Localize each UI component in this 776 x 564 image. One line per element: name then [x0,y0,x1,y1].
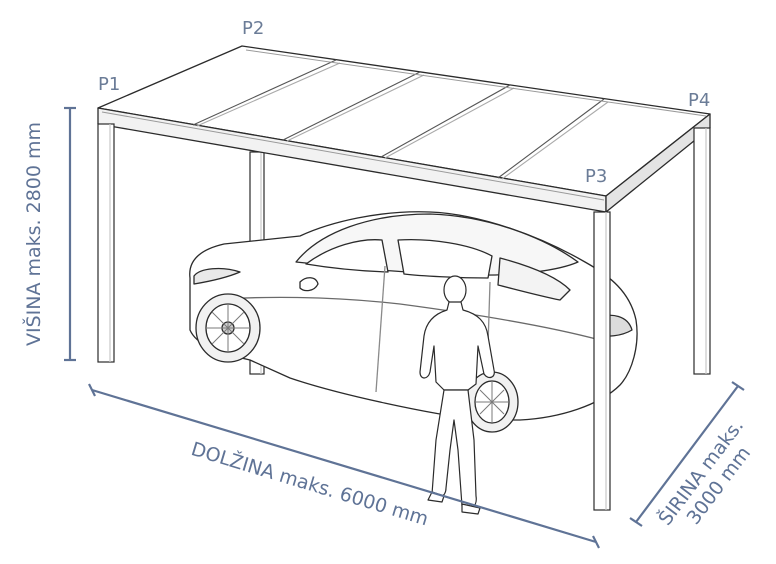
posts [97,123,711,375]
corner-label-p1: P1 [98,74,120,95]
car-icon [189,211,638,433]
person-icon [419,275,495,515]
width-dimension-line [629,381,745,527]
corner-label-p2: P2 [242,18,264,39]
length-dimension-label: DOLŽINA maks. 6000 mm [189,437,432,530]
corner-label-p4: P4 [688,90,710,111]
roof [97,45,711,213]
roof-panel-seams [192,59,609,180]
height-dimension-label: VIŠINA maks. 2800 mm [21,122,45,346]
corner-label-p3: P3 [585,166,607,187]
height-dimension-line [64,106,76,362]
front-right-post [593,211,611,511]
front-wheel [195,293,261,363]
length-dimension-line [88,383,600,549]
